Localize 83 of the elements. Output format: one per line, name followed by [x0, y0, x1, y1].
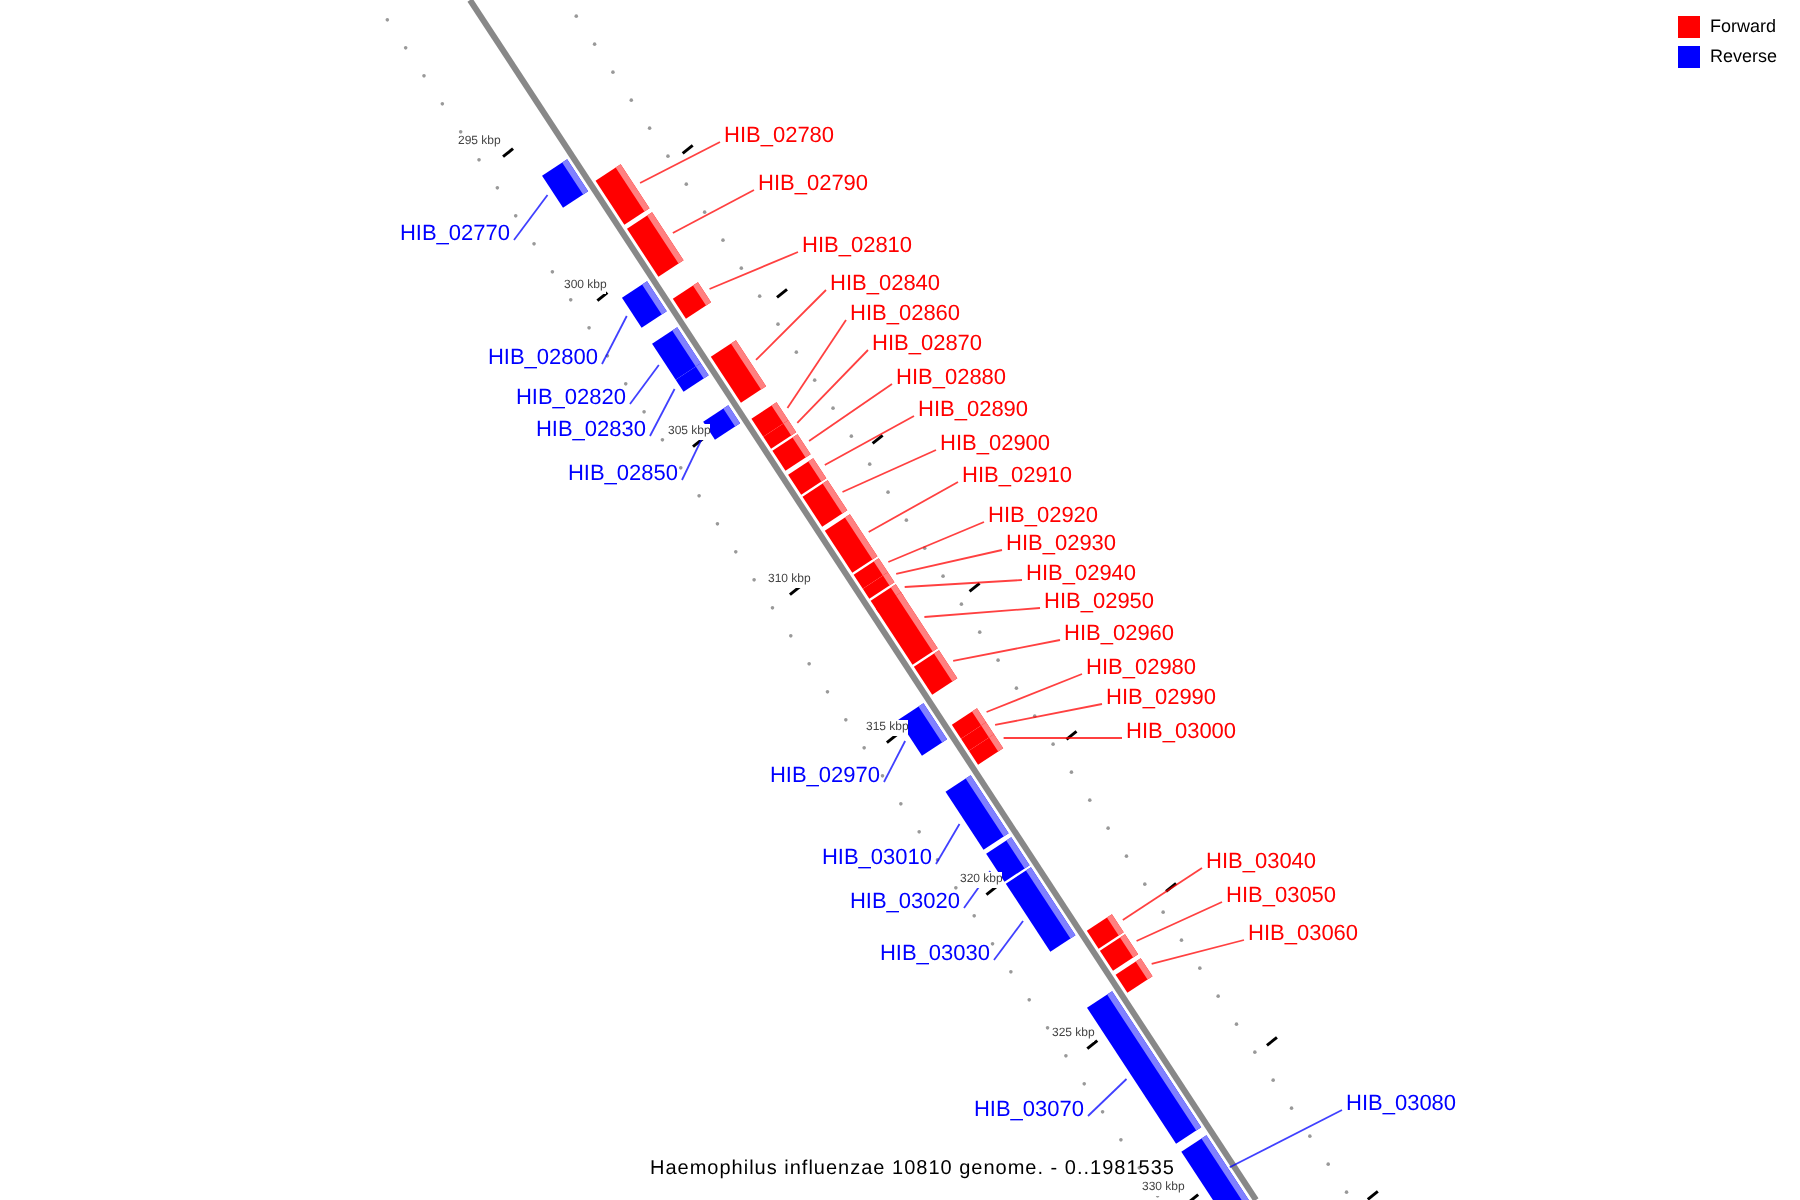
- gene-label: HIB_03020: [849, 886, 960, 918]
- gene-label: HIB_02840: [830, 268, 941, 300]
- gene-label: HIB_02960: [1064, 618, 1175, 650]
- leader-line: [994, 703, 1103, 726]
- gene-label: HIB_02880: [896, 362, 1007, 394]
- gene-bar: [675, 363, 709, 392]
- leader-line: [649, 388, 676, 437]
- gene-bar: [945, 775, 1009, 850]
- gene-bar: [595, 164, 650, 225]
- leader-line: [895, 549, 1003, 575]
- leader-line: [867, 481, 959, 533]
- gene-label: HIB_03070: [973, 1094, 1084, 1126]
- gene-bar: [1099, 934, 1139, 971]
- gene-label: HIB_02910: [962, 460, 1073, 492]
- gene-label: HIB_03030: [879, 938, 990, 970]
- leader-line: [629, 364, 660, 405]
- leader-line: [952, 639, 1061, 662]
- gene-label: HIB_03050: [1226, 880, 1337, 912]
- gene-bar: [802, 480, 848, 527]
- gene-label: HIB_02870: [872, 328, 983, 360]
- gene-bar: [913, 650, 958, 695]
- gene-label: HIB_02990: [1106, 682, 1217, 714]
- gene-label: HIB_02950: [1044, 586, 1155, 618]
- gene-label: HIB_02900: [940, 428, 1051, 460]
- leader-line: [923, 607, 1041, 618]
- gene-label: HIB_03060: [1248, 918, 1359, 950]
- leader-line: [993, 920, 1024, 961]
- gene-bar: [1115, 958, 1153, 993]
- leader-line: [786, 319, 847, 409]
- gene-bar: [672, 282, 712, 319]
- gene-label: HIB_03080: [1346, 1088, 1457, 1120]
- gene-label: HIB_02920: [988, 500, 1099, 532]
- leader-line: [985, 673, 1083, 713]
- gene-label: HIB_03010: [821, 842, 932, 874]
- gene-label: HIB_02770: [399, 218, 510, 250]
- gene-label: HIB_02980: [1086, 652, 1197, 684]
- leader-line: [823, 415, 915, 466]
- leader-line: [1002, 737, 1123, 739]
- gene-label: HIB_02830: [535, 414, 646, 446]
- gene-label: HIB_02790: [758, 168, 869, 200]
- leader-line: [755, 289, 827, 361]
- leader-line: [1121, 867, 1203, 921]
- leader-line: [513, 194, 549, 241]
- leader-line: [796, 349, 869, 424]
- gene-label: HIB_02810: [802, 230, 913, 262]
- leader-line: [887, 521, 985, 563]
- leader-line: [671, 189, 755, 234]
- gene-label: HIB_02930: [1006, 528, 1117, 560]
- gene-bar: [1005, 867, 1076, 952]
- gene-label: HIB_02800: [487, 342, 598, 374]
- gene-label: HIB_02860: [850, 298, 961, 330]
- legend-label: Forward: [1710, 16, 1777, 38]
- gene-label: HIB_02780: [724, 120, 835, 152]
- leader-line: [883, 740, 907, 783]
- gene-label: HIB_02940: [1026, 558, 1137, 590]
- leader-line: [808, 383, 893, 442]
- gene-label: HIB_03040: [1206, 846, 1317, 878]
- gene-bar: [1181, 1135, 1250, 1200]
- gene-bar: [621, 281, 667, 328]
- leader-line: [841, 449, 937, 493]
- leader-line: [1150, 939, 1245, 965]
- legend-label: Reverse: [1710, 46, 1778, 68]
- gene-bar: [824, 514, 878, 573]
- leader-line: [935, 823, 961, 865]
- gene-label: HIB_02850: [567, 458, 678, 490]
- gene-bar: [772, 434, 811, 471]
- gene-label: HIB_02970: [769, 760, 880, 792]
- leader-line: [1135, 901, 1223, 942]
- leader-line: [639, 141, 721, 184]
- leader-line: [1087, 1078, 1128, 1117]
- gene-bar: [627, 212, 684, 277]
- gene-label: HIB_02820: [515, 382, 626, 414]
- leader-line: [601, 315, 628, 365]
- gene-label: HIB_03000: [1126, 716, 1237, 748]
- caption: Haemophilus influenzae 10810 genome. - 0..1981535: [650, 1156, 1175, 1181]
- leader-line: [903, 579, 1023, 588]
- gene-bar: [710, 340, 767, 403]
- gene-bar: [968, 734, 1004, 765]
- leader-line: [1228, 1109, 1343, 1169]
- gene-label: HIB_02890: [918, 394, 1029, 426]
- leader-line: [708, 251, 799, 290]
- gene-bar: [875, 592, 938, 665]
- gene-bar: [542, 159, 589, 208]
